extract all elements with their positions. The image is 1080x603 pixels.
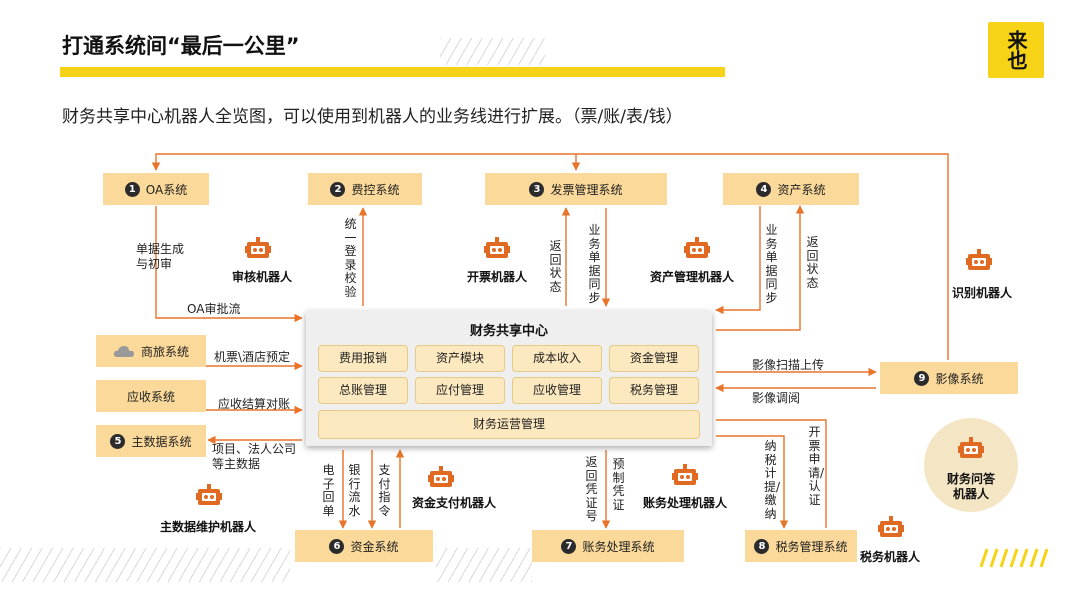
flow-label-fanhui-pz: 返回凭证号 — [585, 455, 598, 523]
module-zongzhang: 总账管理 — [318, 377, 408, 404]
shuiwu-system-label: 税务管理系统 — [775, 539, 848, 554]
robot-icon — [428, 466, 454, 487]
flow-label-yinhang: 银行流水 — [348, 463, 361, 518]
zhushuju-number-badge: 5 — [110, 433, 126, 449]
feikong-system-label: 费控系统 — [351, 182, 400, 197]
finance-shared-center: 财务共享中心 费用报销 资产模块 成本收入 资金管理 总账管理 应付管理 应收管… — [306, 311, 712, 446]
zijin-system-label: 资金系统 — [350, 539, 399, 554]
robot-label-shenhe: 审核机器人 — [232, 270, 293, 284]
robot-icon — [196, 484, 222, 505]
feikong-number-badge: 2 — [330, 181, 346, 197]
fapiao-number-badge: 3 — [529, 181, 545, 197]
oa-number-badge: 1 — [124, 181, 140, 197]
bottom-hatch-left — [0, 548, 290, 582]
fapiao-system-box: 3 发票管理系统 — [485, 173, 667, 205]
module-yunying: 财务运营管理 — [318, 410, 700, 439]
flow-label-yuzhi: 预制凭证 — [612, 457, 625, 512]
laiye-logo: 来也 — [988, 22, 1044, 78]
flow-label-oa-approval: OA审批流 — [187, 302, 241, 316]
module-chengben: 成本收入 — [512, 345, 602, 372]
yingshou-system-label: 应收系统 — [126, 389, 175, 404]
feikong-system-box: 2 费控系统 — [308, 173, 422, 205]
zichan-system-box: 4 资产系统 — [723, 173, 859, 205]
yingxiang-system-label: 影像系统 — [935, 371, 984, 386]
oa-system-label: OA系统 — [145, 182, 188, 197]
title-underline-bar — [60, 67, 725, 77]
robot-label-zijin: 资金支付机器人 — [412, 496, 497, 510]
flow-label-xiangmu: 项目、法人公司等主数据 — [212, 442, 297, 471]
robot-icon — [484, 237, 510, 258]
fapiao-system-label: 发票管理系统 — [550, 182, 623, 197]
yellow-stripes-decoration — [979, 548, 1049, 568]
robot-label-zhushuju: 主数据维护机器人 — [160, 520, 257, 534]
flow-label-fanhui2: 返回状态 — [806, 235, 819, 290]
flow-label-zhifu: 支付指令 — [378, 463, 391, 518]
flow-label-yewu1: 业务单据同步 — [588, 223, 601, 305]
zhangwu-system-label: 账务处理系统 — [582, 539, 655, 554]
module-yingfu: 应付管理 — [415, 377, 505, 404]
robot-icon — [245, 237, 271, 258]
module-shuiwu: 税务管理 — [609, 377, 699, 404]
zhangwu-system-box: 7 账务处理系统 — [532, 530, 684, 562]
shuiwu-number-badge: 8 — [754, 538, 770, 554]
flow-label-danju: 单据生成与初审 — [136, 242, 185, 271]
flow-label-jipiao: 机票\酒店预定 — [214, 350, 291, 364]
robot-label-zhangwu: 账务处理机器人 — [643, 496, 728, 510]
zhushuju-system-label: 主数据系统 — [131, 434, 192, 449]
yingshou-system-box: 应收系统 — [96, 380, 206, 412]
robot-icon — [966, 249, 992, 270]
flow-label-diaoyue: 影像调阅 — [752, 391, 801, 405]
shanglv-system-box: 商旅系统 — [96, 335, 206, 367]
zijin-number-badge: 6 — [329, 538, 345, 554]
flow-label-saomiao: 影像扫描上传 — [752, 358, 825, 372]
finance-qa-robot-circle — [924, 418, 1018, 512]
center-title: 财务共享中心 — [469, 324, 548, 339]
flow-label-dianzi: 电子回单 — [322, 463, 335, 518]
robot-label-kaipiao: 开票机器人 — [467, 270, 528, 284]
flow-label-fanhui1: 返回状态 — [549, 239, 562, 294]
shuiwu-system-box: 8 税务管理系统 — [745, 530, 857, 562]
robot-label-shuiwu: 税务机器人 — [860, 550, 921, 564]
robot-label-wenda: 财务问答机器人 — [946, 472, 995, 501]
zijin-system-box: 6 资金系统 — [295, 530, 433, 562]
page-subtitle: 财务共享中心机器人全览图，可以使用到机器人的业务线进行扩展。（票/账/表/钱） — [62, 107, 683, 127]
flow-label-nashui: 纳税计提/缴纳 — [764, 439, 781, 521]
zhushuju-system-box: 5 主数据系统 — [96, 425, 206, 457]
yingxiang-system-box: 9 影像系统 — [880, 362, 1018, 394]
flow-label-tongyi: 统一登录校验 — [344, 217, 357, 299]
cloud-icon — [113, 346, 134, 357]
flow-label-yewu2: 业务单据同步 — [765, 223, 778, 305]
flow-label-yingshou-js: 应收结算对账 — [218, 397, 291, 411]
oa-system-box: 1 OA系统 — [103, 173, 209, 205]
bottom-hatch-mid — [436, 548, 532, 582]
robot-label-zichan: 资产管理机器人 — [650, 270, 735, 284]
module-yingshou: 应收管理 — [512, 377, 602, 404]
robot-icon — [672, 464, 698, 485]
module-feiyong: 费用报销 — [318, 345, 408, 372]
robot-icon — [958, 437, 984, 458]
shanglv-system-label: 商旅系统 — [140, 344, 189, 359]
robot-label-shibie: 识别机器人 — [952, 286, 1013, 300]
module-zichan: 资产模块 — [415, 345, 505, 372]
yingxiang-number-badge: 9 — [914, 370, 930, 386]
flow-label-kaipiao: 开票申请/认证 — [808, 425, 825, 507]
module-zijin: 资金管理 — [609, 345, 699, 372]
zichan-system-label: 资产系统 — [777, 182, 826, 197]
page-title: 打通系统间“最后一公里” — [62, 34, 300, 58]
robot-icon — [684, 237, 710, 258]
zichan-number-badge: 4 — [756, 181, 772, 197]
robot-icon — [878, 516, 904, 537]
title-hatch-decoration — [440, 38, 545, 65]
zhangwu-number-badge: 7 — [561, 538, 577, 554]
